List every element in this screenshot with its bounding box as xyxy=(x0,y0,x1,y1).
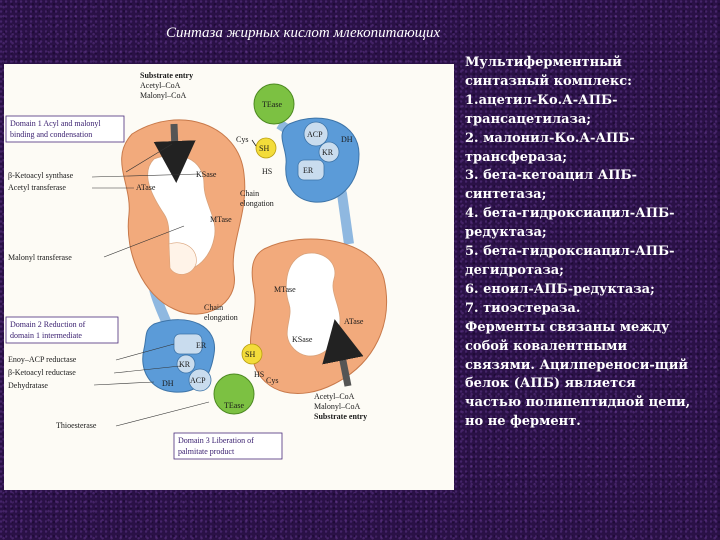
chain-elongation-bottom-1: Chain xyxy=(204,303,223,312)
desc-line: редуктаза; xyxy=(465,225,547,241)
upper-cys-label: Cys xyxy=(236,135,248,144)
upper-tease-label: TEase xyxy=(262,100,282,109)
desc-line: 4. бета-гидроксиацил-АПБ- xyxy=(465,206,675,222)
label-acetyl-transferase: Acetyl transferase xyxy=(8,183,66,192)
domain3-box xyxy=(173,432,283,460)
domain3-title: Domain 3 Liberation of xyxy=(178,436,254,445)
lower-atase-label: ATase xyxy=(344,317,364,326)
enzyme-description: Мультиферментный синтазный комплекс: 1.а… xyxy=(465,54,715,432)
desc-line: дегидротаза; xyxy=(465,262,564,278)
bottom-malonyl-coa: Malonyl–CoA xyxy=(314,402,360,411)
lower-kr-circle xyxy=(176,354,196,374)
desc-line: 1.ацетил-Ко.А-АПБ- xyxy=(465,92,618,108)
bottom-acetyl-coa: Acetyl–CoA xyxy=(314,392,355,401)
label-ketoacyl-reductase: β-Ketoacyl reductase xyxy=(8,368,76,377)
label-enoyl-reductase: Enoy–ACP reductase xyxy=(8,355,77,364)
lower-acp-circle xyxy=(188,368,212,392)
upper-tease-circle xyxy=(253,83,295,125)
domain1-title: Domain 1 Acyl and malonyl xyxy=(10,119,101,128)
lower-hs-label: HS xyxy=(254,370,264,379)
desc-line: частью полипептидной цепи, xyxy=(465,395,691,411)
upper-sh-label: SH xyxy=(259,144,269,153)
domain2-box xyxy=(5,316,119,344)
desc-line: 2. малонил-Ко.А-АПБ- xyxy=(465,130,635,146)
upper-atase-label: ATase xyxy=(136,183,156,192)
desc-line: но не фермент. xyxy=(465,414,581,430)
lower-tease-circle xyxy=(213,373,255,415)
top-substrate-entry: Substrate entry xyxy=(140,71,193,80)
lower-dh-label: DH xyxy=(162,379,174,388)
upper-mtase-label: MTase xyxy=(210,215,232,224)
lower-cys-label: Cys xyxy=(266,376,278,385)
slide-title: Синтаза жирных кислот млекопитающих xyxy=(166,25,441,41)
desc-line: синтетаза; xyxy=(465,187,547,203)
label-malonyl-transferase: Malonyl transferase xyxy=(8,253,72,262)
desc-line: трансфераза; xyxy=(465,149,568,165)
desc-line: 6. еноил-АПБ-редуктаза; xyxy=(465,281,655,297)
lower-er-label: ER xyxy=(196,341,207,350)
upper-sh-link xyxy=(251,139,257,147)
desc-line: трансацетилаза; xyxy=(465,111,592,127)
chain-elongation-top-1: Chain xyxy=(240,189,259,198)
domain3-subtitle: palmitate product xyxy=(178,447,235,456)
top-malonyl-coa: Malonyl–CoA xyxy=(140,91,186,100)
domain1-subtitle: binding and condensation xyxy=(10,130,92,139)
chain-elongation-bottom-2: elongation xyxy=(204,313,238,322)
upper-acp-label: ACP xyxy=(307,130,323,139)
desc-line: собой ковалентными xyxy=(465,338,628,354)
upper-peach-pocket xyxy=(168,242,197,275)
desc-line: Ферменты связаны между xyxy=(465,319,670,335)
upper-hs-label: HS xyxy=(262,167,272,176)
desc-line: синтазный комплекс: xyxy=(465,73,632,89)
label-dehydratase: Dehydratase xyxy=(8,381,48,390)
desc-line: Мультиферментный xyxy=(465,55,622,70)
upper-peach-inner xyxy=(147,154,216,271)
fatty-acid-synthase-diagram: Substrate entry Acetyl–CoA Malonyl–CoA D… xyxy=(4,64,454,490)
bottom-substrate-entry: Substrate entry xyxy=(314,412,367,421)
label-ketoacyl-synthase: β-Ketoacyl synthase xyxy=(8,171,74,180)
upper-dh-label: DH xyxy=(341,135,353,144)
upper-blue-domain xyxy=(281,117,360,203)
domain2-title: Domain 2 Reduction of xyxy=(10,320,86,329)
upper-kr-label: KR xyxy=(322,148,334,157)
domain1-box xyxy=(5,115,125,143)
lower-sh-label: SH xyxy=(245,350,255,359)
leader-lines xyxy=(91,143,210,427)
bottom-substrate-arrow xyxy=(322,319,364,387)
label-thioesterase: Thioesterase xyxy=(56,421,97,430)
lower-ksase-label: KSase xyxy=(292,335,313,344)
desc-line: белок (АПБ) является xyxy=(465,376,636,392)
upper-kr-circle xyxy=(318,141,340,163)
lower-acp-label: ACP xyxy=(190,376,206,385)
desc-line: 3. бета-кетоацил АПБ- xyxy=(465,168,638,184)
upper-er-label: ER xyxy=(303,166,314,175)
upper-ksase-label: KSase xyxy=(196,170,217,179)
chain-elongation-top-2: elongation xyxy=(240,199,274,208)
desc-line: 7. тиоэстераза. xyxy=(465,300,581,316)
top-acetyl-coa: Acetyl–CoA xyxy=(140,81,181,90)
lower-mtase-label: MTase xyxy=(274,285,296,294)
domain2-subtitle: domain 1 intermediate xyxy=(10,331,82,340)
top-substrate-arrow xyxy=(153,123,196,183)
upper-er-box xyxy=(297,159,325,181)
lower-sh-circle xyxy=(241,343,263,365)
lower-kr-label: KR xyxy=(179,360,191,369)
desc-line: связями. Ацилпереноси-щий xyxy=(465,357,689,373)
diagram-svg: Substrate entry Acetyl–CoA Malonyl–CoA D… xyxy=(5,71,388,460)
upper-acp-circle xyxy=(303,121,329,147)
upper-sh-circle xyxy=(255,137,277,159)
lower-tease-label: TEase xyxy=(224,401,244,410)
desc-line: 5. бета-гидроксиацил-АПБ- xyxy=(465,244,675,260)
